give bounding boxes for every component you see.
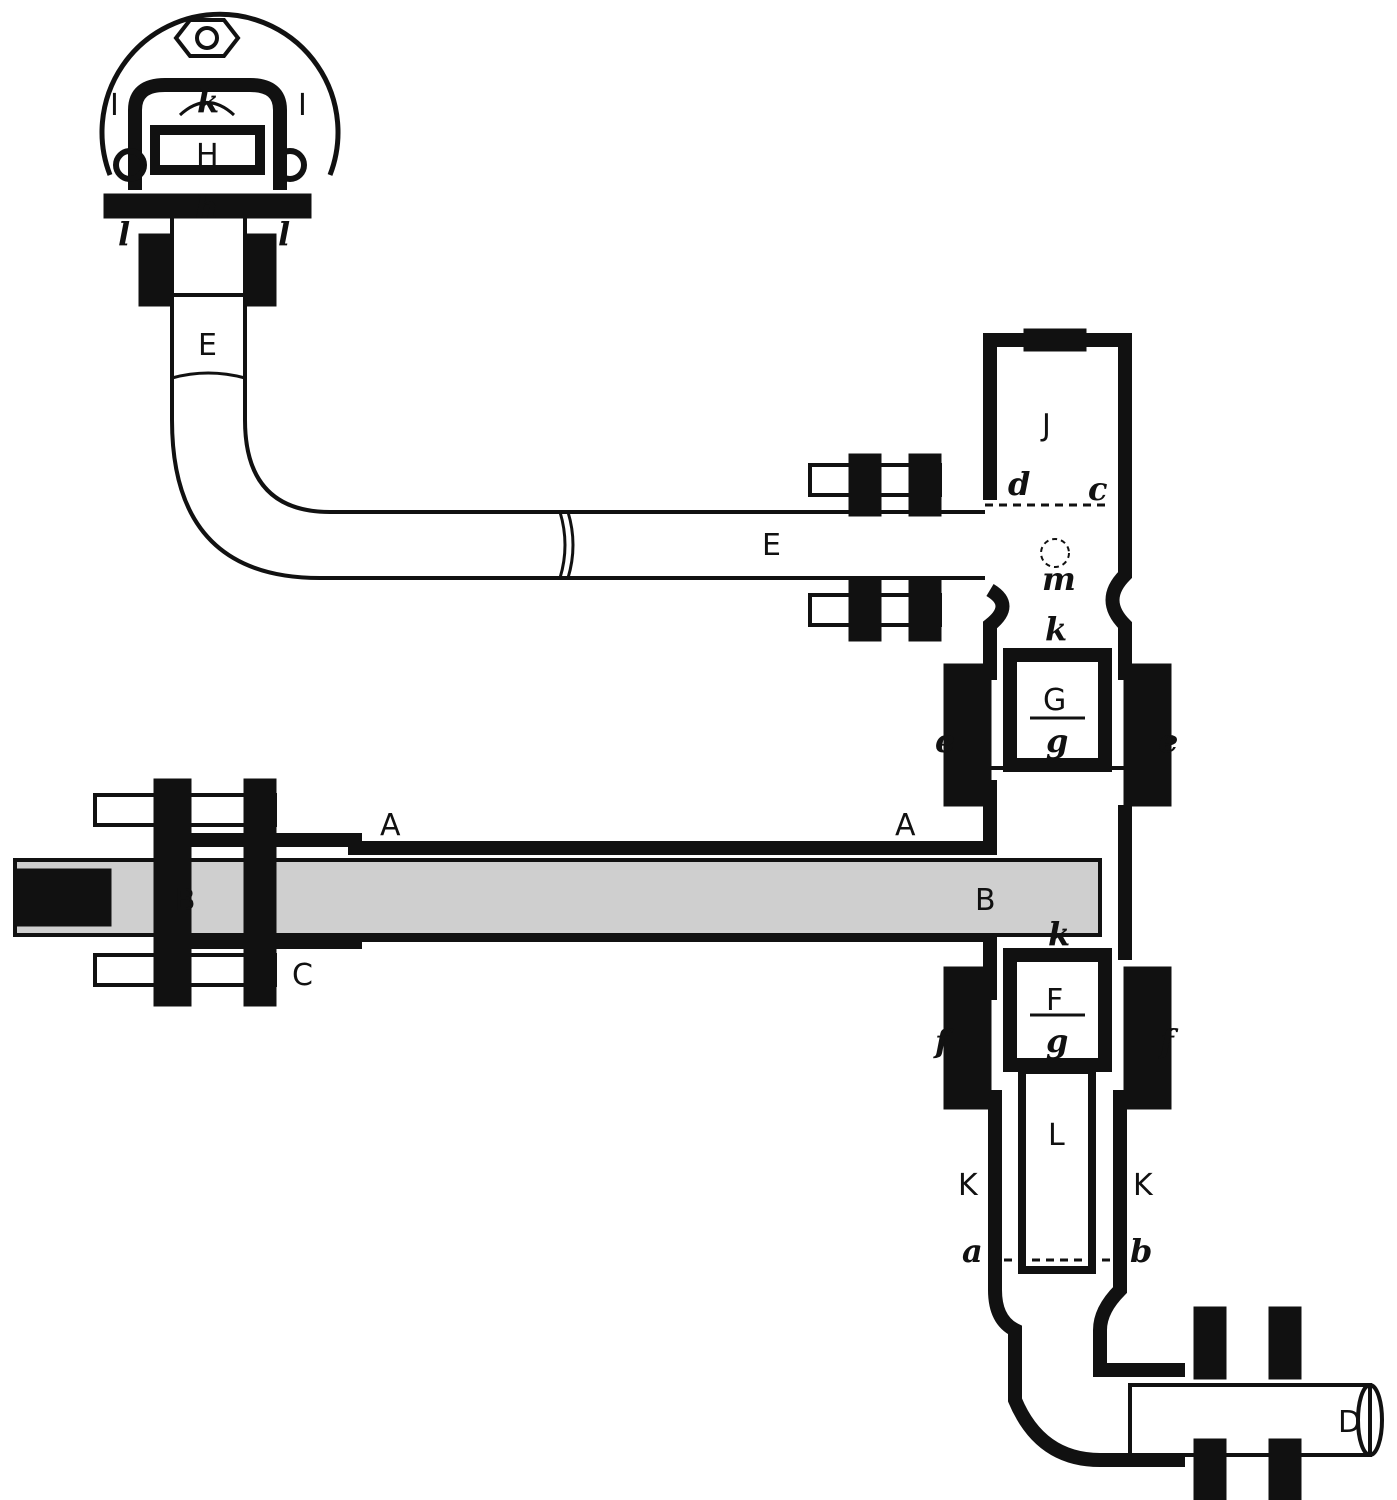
chamber-j — [983, 333, 1132, 680]
label-d: d — [1008, 465, 1030, 503]
part-labels: I I k H h l l E E J d c m k G g e e A A … — [110, 82, 1361, 1440]
label-a-lower: a — [962, 1232, 983, 1270]
label-e-vertical: E — [198, 328, 217, 363]
label-c: c — [1088, 470, 1107, 508]
valve-cap-top — [128, 78, 287, 190]
label-e-left: e — [935, 722, 955, 760]
label-a-left: A — [380, 808, 401, 843]
label-i-left: I — [110, 88, 119, 123]
label-g-upper: g — [1046, 722, 1068, 760]
label-h-lower: h — [195, 188, 218, 226]
plunger-l — [1018, 1066, 1096, 1274]
label-a-right: A — [895, 808, 916, 843]
label-k-left: K — [958, 1168, 979, 1203]
pipe-k — [988, 1090, 1185, 1467]
label-d-outlet: D — [1338, 1405, 1361, 1440]
valve-box-f — [1003, 948, 1112, 1072]
label-c-gland: C — [292, 958, 313, 993]
label-e-right: e — [1158, 722, 1178, 760]
label-j: J — [1040, 408, 1051, 443]
dome-housing — [99, 11, 341, 176]
valve-box-g — [1003, 648, 1112, 772]
label-k-upper: k — [1045, 610, 1067, 648]
label-b-lower: b — [1130, 1232, 1152, 1270]
label-f-left: f — [933, 1022, 954, 1060]
label-f-right: f — [1158, 1022, 1179, 1060]
label-h-upper: H — [196, 138, 219, 173]
label-e-horizontal: E — [762, 528, 781, 563]
label-k-lower: k — [1048, 915, 1070, 953]
label-g-lower: g — [1046, 1022, 1068, 1060]
label-i-right: I — [298, 88, 307, 123]
label-b-left: B — [175, 883, 196, 918]
label-m: m — [1042, 560, 1076, 598]
label-l-left: l — [118, 215, 130, 253]
label-l-plunger: L — [1048, 1118, 1065, 1153]
label-l-right: l — [278, 215, 290, 253]
rod-b — [13, 858, 1102, 937]
pipe-d — [1128, 1383, 1372, 1457]
label-f-upper-case: F — [1046, 983, 1063, 1018]
label-k-right: K — [1133, 1168, 1154, 1203]
label-g-upper-case: G — [1043, 683, 1066, 718]
label-b-right: B — [975, 883, 996, 918]
pipe-e — [170, 215, 985, 580]
pipe-a — [160, 780, 997, 855]
label-k-top: k — [197, 82, 219, 120]
hex-nut — [173, 18, 241, 58]
